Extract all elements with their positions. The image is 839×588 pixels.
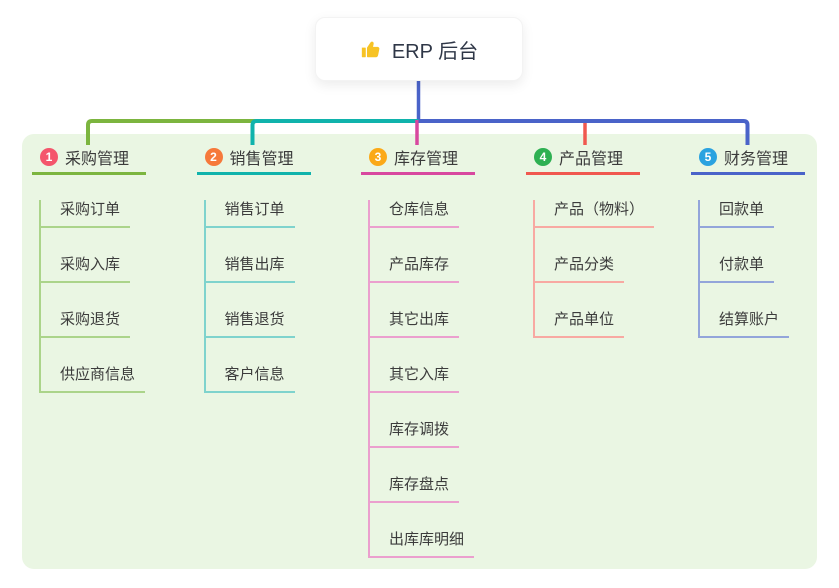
child-node[interactable]: 出库库明细 [370, 530, 475, 558]
branch-children: 仓库信息产品库存其它出库其它入库库存调拨库存盘点出库库明细 [368, 200, 475, 558]
root-node[interactable]: ERP 后台 [315, 17, 523, 81]
root-title: ERP 后台 [391, 40, 479, 63]
child-node[interactable]: 仓库信息 [370, 200, 460, 228]
child-node[interactable]: 其它入库 [370, 365, 460, 393]
child-node[interactable]: 销售出库 [205, 255, 295, 283]
child-node[interactable]: 采购退货 [41, 310, 131, 338]
branch-number-badge: 5 [699, 147, 717, 166]
branch-label: 采购管理 [65, 150, 130, 168]
branch-number-badge: 4 [534, 147, 552, 166]
child-node[interactable]: 产品库存 [370, 255, 460, 283]
branch-children: 产品（物料） 产品分类产品单位 [533, 200, 655, 338]
branch-1: 1 采购管理 采购订单采购入库采购退货供应商信息 [32, 146, 146, 393]
child-node[interactable]: 采购订单 [41, 200, 131, 228]
thumbs-up-icon [360, 38, 382, 60]
branch-4: 4 产品管理 产品（物料） 产品分类产品单位 [526, 146, 655, 338]
child-node[interactable]: 产品单位 [535, 310, 625, 338]
child-node[interactable]: 销售退货 [205, 310, 295, 338]
child-node[interactable]: 其它出库 [370, 310, 460, 338]
child-node[interactable]: 供应商信息 [41, 365, 146, 393]
branch-header[interactable]: 3 库存管理 [361, 146, 475, 175]
branch-3: 3 库存管理 仓库信息产品库存其它出库其它入库库存调拨库存盘点出库库明细 [361, 146, 475, 558]
child-node[interactable]: 库存盘点 [370, 475, 460, 503]
child-node[interactable]: 库存调拨 [370, 420, 460, 448]
branch-children: 销售订单销售出库销售退货客户信息 [203, 200, 311, 393]
child-node[interactable]: 产品分类 [535, 255, 625, 283]
branch-5: 5 财务管理 回款单付款单结算账户 [691, 146, 805, 338]
child-node[interactable]: 采购入库 [41, 255, 131, 283]
branches-panel [22, 134, 817, 569]
branch-header[interactable]: 1 采购管理 [32, 146, 146, 175]
child-node[interactable]: 结算账户 [700, 310, 790, 338]
child-node[interactable]: 客户信息 [205, 365, 295, 393]
branch-header[interactable]: 2 销售管理 [196, 146, 311, 175]
child-node[interactable]: 销售订单 [205, 200, 295, 228]
branch-label: 财务管理 [724, 150, 789, 168]
branch-number-badge: 3 [369, 147, 387, 166]
branch-header[interactable]: 5 财务管理 [691, 146, 805, 175]
branch-label: 产品管理 [559, 150, 624, 168]
branch-children: 回款单付款单结算账户 [698, 200, 805, 338]
branch-number-badge: 2 [204, 147, 223, 166]
branch-label: 销售管理 [229, 150, 294, 168]
branch-label: 库存管理 [394, 150, 459, 168]
child-node[interactable]: 回款单 [700, 200, 775, 228]
branch-children: 采购订单采购入库采购退货供应商信息 [39, 200, 146, 393]
branch-header[interactable]: 4 产品管理 [526, 146, 640, 175]
child-node[interactable]: 付款单 [700, 255, 775, 283]
branch-number-badge: 1 [40, 147, 58, 166]
child-node[interactable]: 产品（物料） [535, 200, 655, 228]
branch-2: 2 销售管理 销售订单销售出库销售退货客户信息 [196, 146, 311, 393]
